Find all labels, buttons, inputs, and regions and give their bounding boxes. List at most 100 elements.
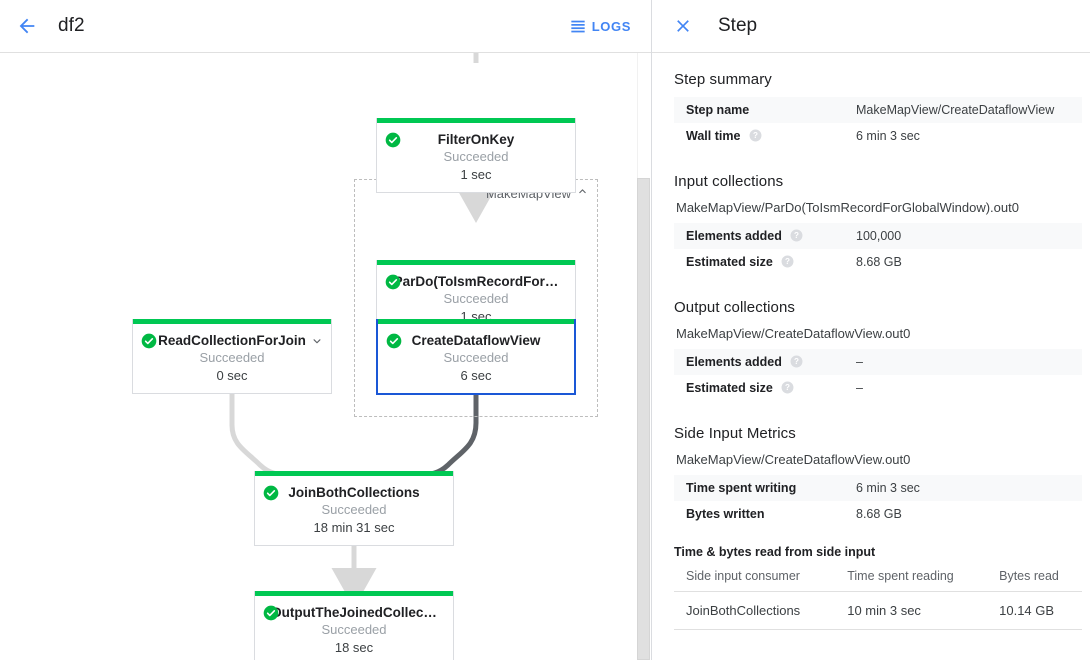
- node-body: ReadCollectionForJoin Succeeded 0 sec: [133, 324, 331, 393]
- table-row: Estimated size ? –: [674, 375, 1082, 401]
- svg-text:?: ?: [794, 357, 799, 366]
- table-row: JoinBothCollections 10 min 3 sec 10.14 G…: [674, 591, 1082, 630]
- svg-text:?: ?: [785, 257, 790, 266]
- node-status: Succeeded: [443, 291, 509, 306]
- node-body: JoinBothCollections Succeeded 18 min 31 …: [255, 476, 453, 545]
- node-status-accent: [377, 118, 575, 123]
- row-key: Elements added ?: [674, 349, 844, 375]
- check-circle-icon: [263, 485, 279, 501]
- row-key: Step name: [686, 103, 750, 117]
- svg-text:?: ?: [794, 231, 799, 240]
- row-value: 8.68 GB: [856, 255, 902, 269]
- panel-header: Step: [652, 0, 1090, 53]
- section-heading-step-summary: Step summary: [674, 71, 772, 88]
- arrow-back-icon[interactable]: [10, 9, 44, 43]
- section-heading-output-collections: Output collections: [674, 299, 796, 316]
- table-row: Elements added ? –: [674, 349, 1082, 375]
- row-value: 8.68 GB: [856, 507, 902, 521]
- svg-text:?: ?: [785, 383, 790, 392]
- subsection-heading-time-bytes-read: Time & bytes read from side input: [674, 545, 876, 559]
- check-circle-icon: [385, 274, 401, 290]
- graph-node-output-the-joined-collection[interactable]: OutputTheJoinedCollec… Succeeded 18 sec: [254, 591, 454, 660]
- row-value: 6 min 3 sec: [856, 129, 920, 143]
- side-input-metrics-table: Time spent writing 6 min 3 sec Bytes wri…: [674, 475, 1082, 527]
- section-heading-side-input-metrics: Side Input Metrics: [674, 425, 796, 442]
- input-collection-name: MakeMapView/ParDo(ToIsmRecordForGlobalWi…: [676, 200, 1019, 215]
- table-header-row: Side input consumer Time spent reading B…: [674, 563, 1082, 592]
- row-key: Elements added ?: [674, 223, 844, 249]
- input-collections-table: Elements added ? 100,000 Estimated size …: [674, 223, 1082, 275]
- logs-list-icon: [570, 18, 586, 34]
- table-row: Wall time ? 6 min 3 sec: [674, 123, 1082, 149]
- graph-node-read-collection-for-join[interactable]: ReadCollectionForJoin Succeeded 0 sec: [132, 319, 332, 394]
- graph-node-filter-on-key[interactable]: FilterOnKey Succeeded 1 sec: [376, 118, 576, 193]
- table-row: Step name MakeMapView/CreateDataflowView: [674, 97, 1082, 123]
- help-icon[interactable]: ?: [790, 229, 803, 242]
- node-name: ParDo(ToIsmRecordFor…: [393, 274, 559, 289]
- node-time: 6 sec: [460, 368, 492, 383]
- check-circle-icon: [263, 605, 279, 621]
- output-collections-table: Elements added ? – Estimated size ? –: [674, 349, 1082, 401]
- node-status: Succeeded: [321, 502, 387, 517]
- row-key: Estimated size ?: [674, 249, 844, 275]
- row-key: Time spent writing: [686, 481, 797, 495]
- job-title: df2: [58, 15, 85, 36]
- panel-body: Step summary Step name MakeMapView/Creat…: [652, 53, 1090, 630]
- node-time: 18 sec: [334, 640, 374, 655]
- section-heading-input-collections: Input collections: [674, 173, 784, 190]
- node-status-accent: [377, 260, 575, 265]
- side-input-consumers-table: Side input consumer Time spent reading B…: [674, 563, 1082, 630]
- node-status-accent: [255, 471, 453, 476]
- row-key: Estimated size ?: [674, 375, 844, 401]
- row-value: MakeMapView/CreateDataflowView: [856, 103, 1055, 117]
- node-status-accent: [378, 319, 574, 324]
- top-app-bar: df2 LOGS: [0, 0, 651, 53]
- graph-scrollbar-thumb[interactable]: [637, 178, 650, 660]
- node-status-accent: [255, 591, 453, 596]
- node-status: Succeeded: [443, 149, 509, 164]
- graph-node-join-both-collections[interactable]: JoinBothCollections Succeeded 18 min 31 …: [254, 471, 454, 546]
- check-circle-icon: [385, 132, 401, 148]
- row-key: Bytes written: [686, 507, 765, 521]
- check-circle-icon: [386, 333, 402, 349]
- panel-title: Step: [718, 15, 758, 36]
- row-key-text: Estimated size: [686, 381, 773, 395]
- step-summary-table: Step name MakeMapView/CreateDataflowView…: [674, 97, 1082, 149]
- check-circle-icon: [141, 333, 157, 349]
- node-name: CreateDataflowView: [411, 333, 541, 348]
- node-status: Succeeded: [321, 622, 387, 637]
- row-value: –: [856, 355, 863, 369]
- help-icon[interactable]: ?: [749, 129, 762, 142]
- help-icon[interactable]: ?: [781, 381, 794, 394]
- node-time: 1 sec: [460, 167, 492, 182]
- step-details-panel: Step Step summary Step name MakeMapView/…: [652, 0, 1090, 660]
- node-body: FilterOnKey Succeeded 1 sec: [377, 123, 575, 192]
- column-header-bytes-read[interactable]: Bytes read: [987, 563, 1082, 592]
- cell-bytes-read: 10.14 GB: [987, 591, 1082, 630]
- graph-scrollbar-track[interactable]: [637, 53, 651, 660]
- row-key-text: Elements added: [686, 355, 782, 369]
- logs-button[interactable]: LOGS: [564, 12, 637, 40]
- row-key-text: Estimated size: [686, 255, 773, 269]
- node-name: FilterOnKey: [437, 132, 515, 147]
- node-time: 18 min 31 sec: [313, 520, 395, 535]
- table-row: Elements added ? 100,000: [674, 223, 1082, 249]
- help-icon[interactable]: ?: [790, 355, 803, 368]
- job-graph-canvas[interactable]: MakeMapView FilterOnKey Succeeded: [0, 53, 651, 660]
- graph-node-create-dataflow-view[interactable]: CreateDataflowView Succeeded 6 sec: [376, 319, 576, 395]
- table-row: Bytes written 8.68 GB: [674, 501, 1082, 527]
- close-icon[interactable]: [666, 9, 700, 43]
- node-status: Succeeded: [443, 350, 509, 365]
- help-icon[interactable]: ?: [781, 255, 794, 268]
- row-key: Wall time ?: [674, 123, 844, 149]
- chevron-down-icon[interactable]: [310, 334, 324, 348]
- row-value: 100,000: [856, 229, 902, 243]
- node-body: CreateDataflowView Succeeded 6 sec: [378, 324, 574, 393]
- row-value: 6 min 3 sec: [856, 481, 920, 495]
- column-header-side-input-consumer[interactable]: Side input consumer: [674, 563, 836, 592]
- node-time: 0 sec: [216, 368, 248, 383]
- logs-button-label: LOGS: [591, 18, 631, 34]
- chevron-up-icon[interactable]: [576, 185, 589, 201]
- table-row: Estimated size ? 8.68 GB: [674, 249, 1082, 275]
- column-header-time-spent-reading[interactable]: Time spent reading: [835, 563, 988, 592]
